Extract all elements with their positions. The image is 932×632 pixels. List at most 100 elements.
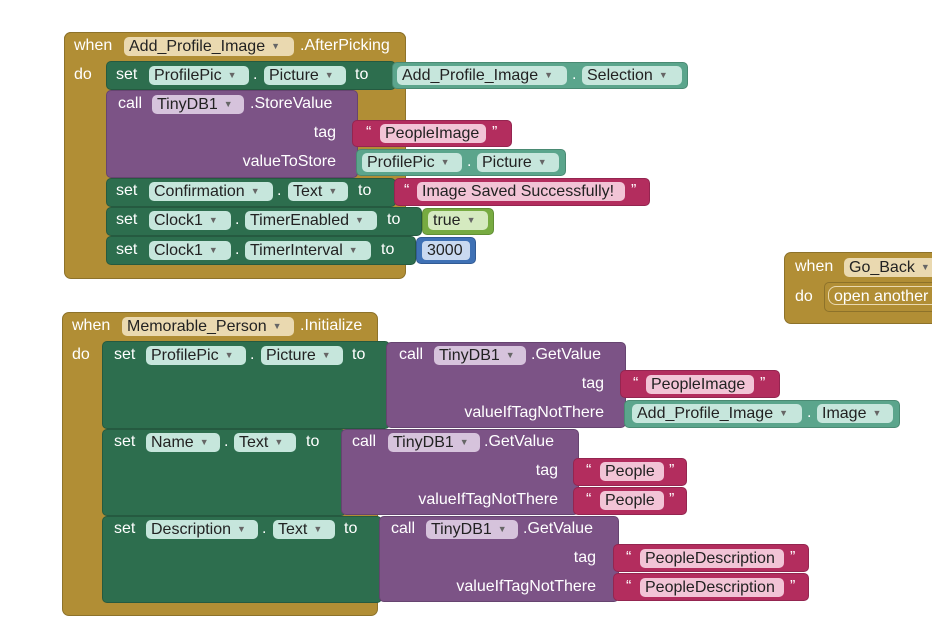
property-label: TimerInterval [250, 242, 343, 259]
property-label: Text [293, 183, 323, 200]
to-label: to [344, 520, 358, 537]
dot-label: . [235, 241, 240, 258]
value-if-tag-not-there-label: valueIfTagNotThere [418, 491, 558, 508]
to-label: to [355, 66, 369, 83]
method-label: .GetValue [523, 520, 593, 537]
property-dropdown-text[interactable]: Text▼ [234, 433, 296, 452]
dot-label: . [253, 66, 258, 83]
call-label: call [399, 346, 424, 363]
text-value[interactable]: PeopleImage [646, 375, 754, 394]
event-component-label: Go_Back [849, 259, 915, 276]
set-label: set [116, 182, 138, 199]
component-dropdown-confirmation[interactable]: Confirmation▼ [149, 182, 273, 201]
quote-open: “ [626, 578, 632, 595]
dropdown-arrow-icon: ▼ [348, 245, 358, 256]
do-label: do [72, 346, 90, 363]
set-name-text-block[interactable] [102, 429, 346, 516]
text-value[interactable]: People [600, 491, 664, 510]
dot-label: . [277, 182, 282, 199]
quote-close: ” [790, 578, 796, 595]
dropdown-arrow-icon: ▼ [208, 245, 218, 256]
property-label: Text [239, 434, 269, 451]
property-dropdown-picture[interactable]: Picture▼ [261, 346, 343, 365]
dropdown-arrow-icon: ▼ [250, 186, 260, 197]
property-label: Picture [482, 154, 532, 171]
number-value[interactable]: 3000 [422, 241, 470, 260]
dot-label: . [467, 153, 472, 170]
dot-label: . [262, 520, 267, 537]
text-value[interactable]: PeopleDescription [640, 578, 784, 597]
property-label: Selection [587, 67, 653, 84]
to-label: to [306, 433, 320, 450]
set-label: set [114, 433, 136, 450]
dropdown-arrow-icon: ▼ [227, 70, 237, 81]
component-label: ProfilePic [151, 347, 219, 364]
component-dropdown-profilepic[interactable]: ProfilePic ▼ [362, 153, 462, 172]
component-label: TinyDB1 [157, 96, 218, 113]
component-label: Add_Profile_Image [637, 405, 774, 422]
do-label: do [74, 66, 92, 83]
to-label: to [358, 182, 372, 199]
quote-open: “ [404, 182, 410, 199]
property-dropdown-timerenabled[interactable]: TimerEnabled▼ [245, 211, 377, 230]
tinydb-component-dropdown[interactable]: TinyDB1▼ [434, 346, 526, 365]
to-label: to [352, 346, 366, 363]
quote-close: ” [760, 375, 766, 392]
dropdown-arrow-icon: ▼ [328, 186, 338, 197]
component-dropdown-clock1[interactable]: Clock1▼ [149, 211, 231, 230]
tag-label: tag [573, 549, 596, 566]
quote-open: “ [626, 549, 632, 566]
component-dropdown-profilepic[interactable]: ProfilePic ▼ [146, 346, 246, 365]
dropdown-arrow-icon: ▼ [224, 350, 234, 361]
dropdown-arrow-icon: ▼ [272, 321, 282, 332]
component-label: TinyDB1 [393, 434, 454, 451]
event-name-label: .AfterPicking [300, 37, 390, 54]
when-label: when [72, 317, 111, 334]
dropdown-arrow-icon: ▼ [208, 215, 218, 226]
value-if-tag-not-there-label: valueIfTagNotThere [464, 404, 604, 421]
quote-close: ” [631, 182, 637, 199]
property-dropdown-text[interactable]: Text ▼ [288, 182, 348, 201]
text-value[interactable]: Image Saved Successfully! [417, 182, 625, 201]
event-component-label: Memorable_Person [127, 318, 267, 335]
component-dropdown-add-profile-image[interactable]: Add_Profile_Image▼ [632, 404, 802, 423]
property-label: Image [822, 405, 867, 422]
property-label: Picture [266, 347, 316, 364]
quote-open: “ [633, 375, 639, 392]
do-label: do [795, 288, 813, 305]
logic-dropdown-true[interactable]: true▼ [428, 211, 488, 230]
component-dropdown-profilepic[interactable]: ProfilePic▼ [149, 66, 249, 85]
tinydb-component-dropdown[interactable]: TinyDB1▼ [426, 520, 518, 539]
component-label: ProfilePic [367, 154, 435, 171]
event-component-dropdown[interactable]: Go_Back ▼ [844, 258, 932, 277]
text-value[interactable]: People [600, 462, 664, 481]
tag-label: tag [535, 462, 558, 479]
text-value[interactable]: PeopleImage [380, 124, 486, 143]
component-dropdown-clock1[interactable]: Clock1▼ [149, 241, 231, 260]
event-component-dropdown[interactable]: Memorable_Person ▼ [122, 317, 294, 336]
when-label: when [795, 258, 834, 275]
text-value[interactable]: PeopleDescription [640, 549, 784, 568]
property-dropdown-selection[interactable]: Selection▼ [582, 66, 682, 85]
component-dropdown-name[interactable]: Name▼ [146, 433, 220, 452]
open-another-screen-block[interactable] [824, 282, 932, 312]
property-dropdown-picture[interactable]: Picture▼ [477, 153, 559, 172]
tinydb-component-dropdown[interactable]: TinyDB1▼ [388, 433, 480, 452]
property-dropdown-picture[interactable]: Picture▼ [264, 66, 346, 85]
component-label: Name [151, 434, 194, 451]
property-dropdown-timerinterval[interactable]: TimerInterval ▼ [245, 241, 371, 260]
call-label: call [352, 433, 377, 450]
property-dropdown-image[interactable]: Image▼ [817, 404, 893, 423]
component-label: TinyDB1 [431, 521, 492, 538]
open-another-screen-label[interactable]: open another [828, 286, 932, 305]
event-component-dropdown[interactable]: Add_Profile_Image▼ [124, 37, 294, 56]
dropdown-arrow-icon: ▼ [920, 262, 930, 273]
property-dropdown-text[interactable]: Text▼ [273, 520, 335, 539]
property-label: TimerEnabled [250, 212, 350, 229]
component-dropdown-description[interactable]: Description▼ [146, 520, 258, 539]
tinydb-component-dropdown[interactable]: TinyDB1▼ [152, 95, 244, 114]
set-label: set [114, 346, 136, 363]
component-dropdown-add-profile-image[interactable]: Add_Profile_Image▼ [397, 66, 567, 85]
dropdown-arrow-icon: ▼ [324, 70, 334, 81]
dropdown-arrow-icon: ▼ [440, 157, 450, 168]
